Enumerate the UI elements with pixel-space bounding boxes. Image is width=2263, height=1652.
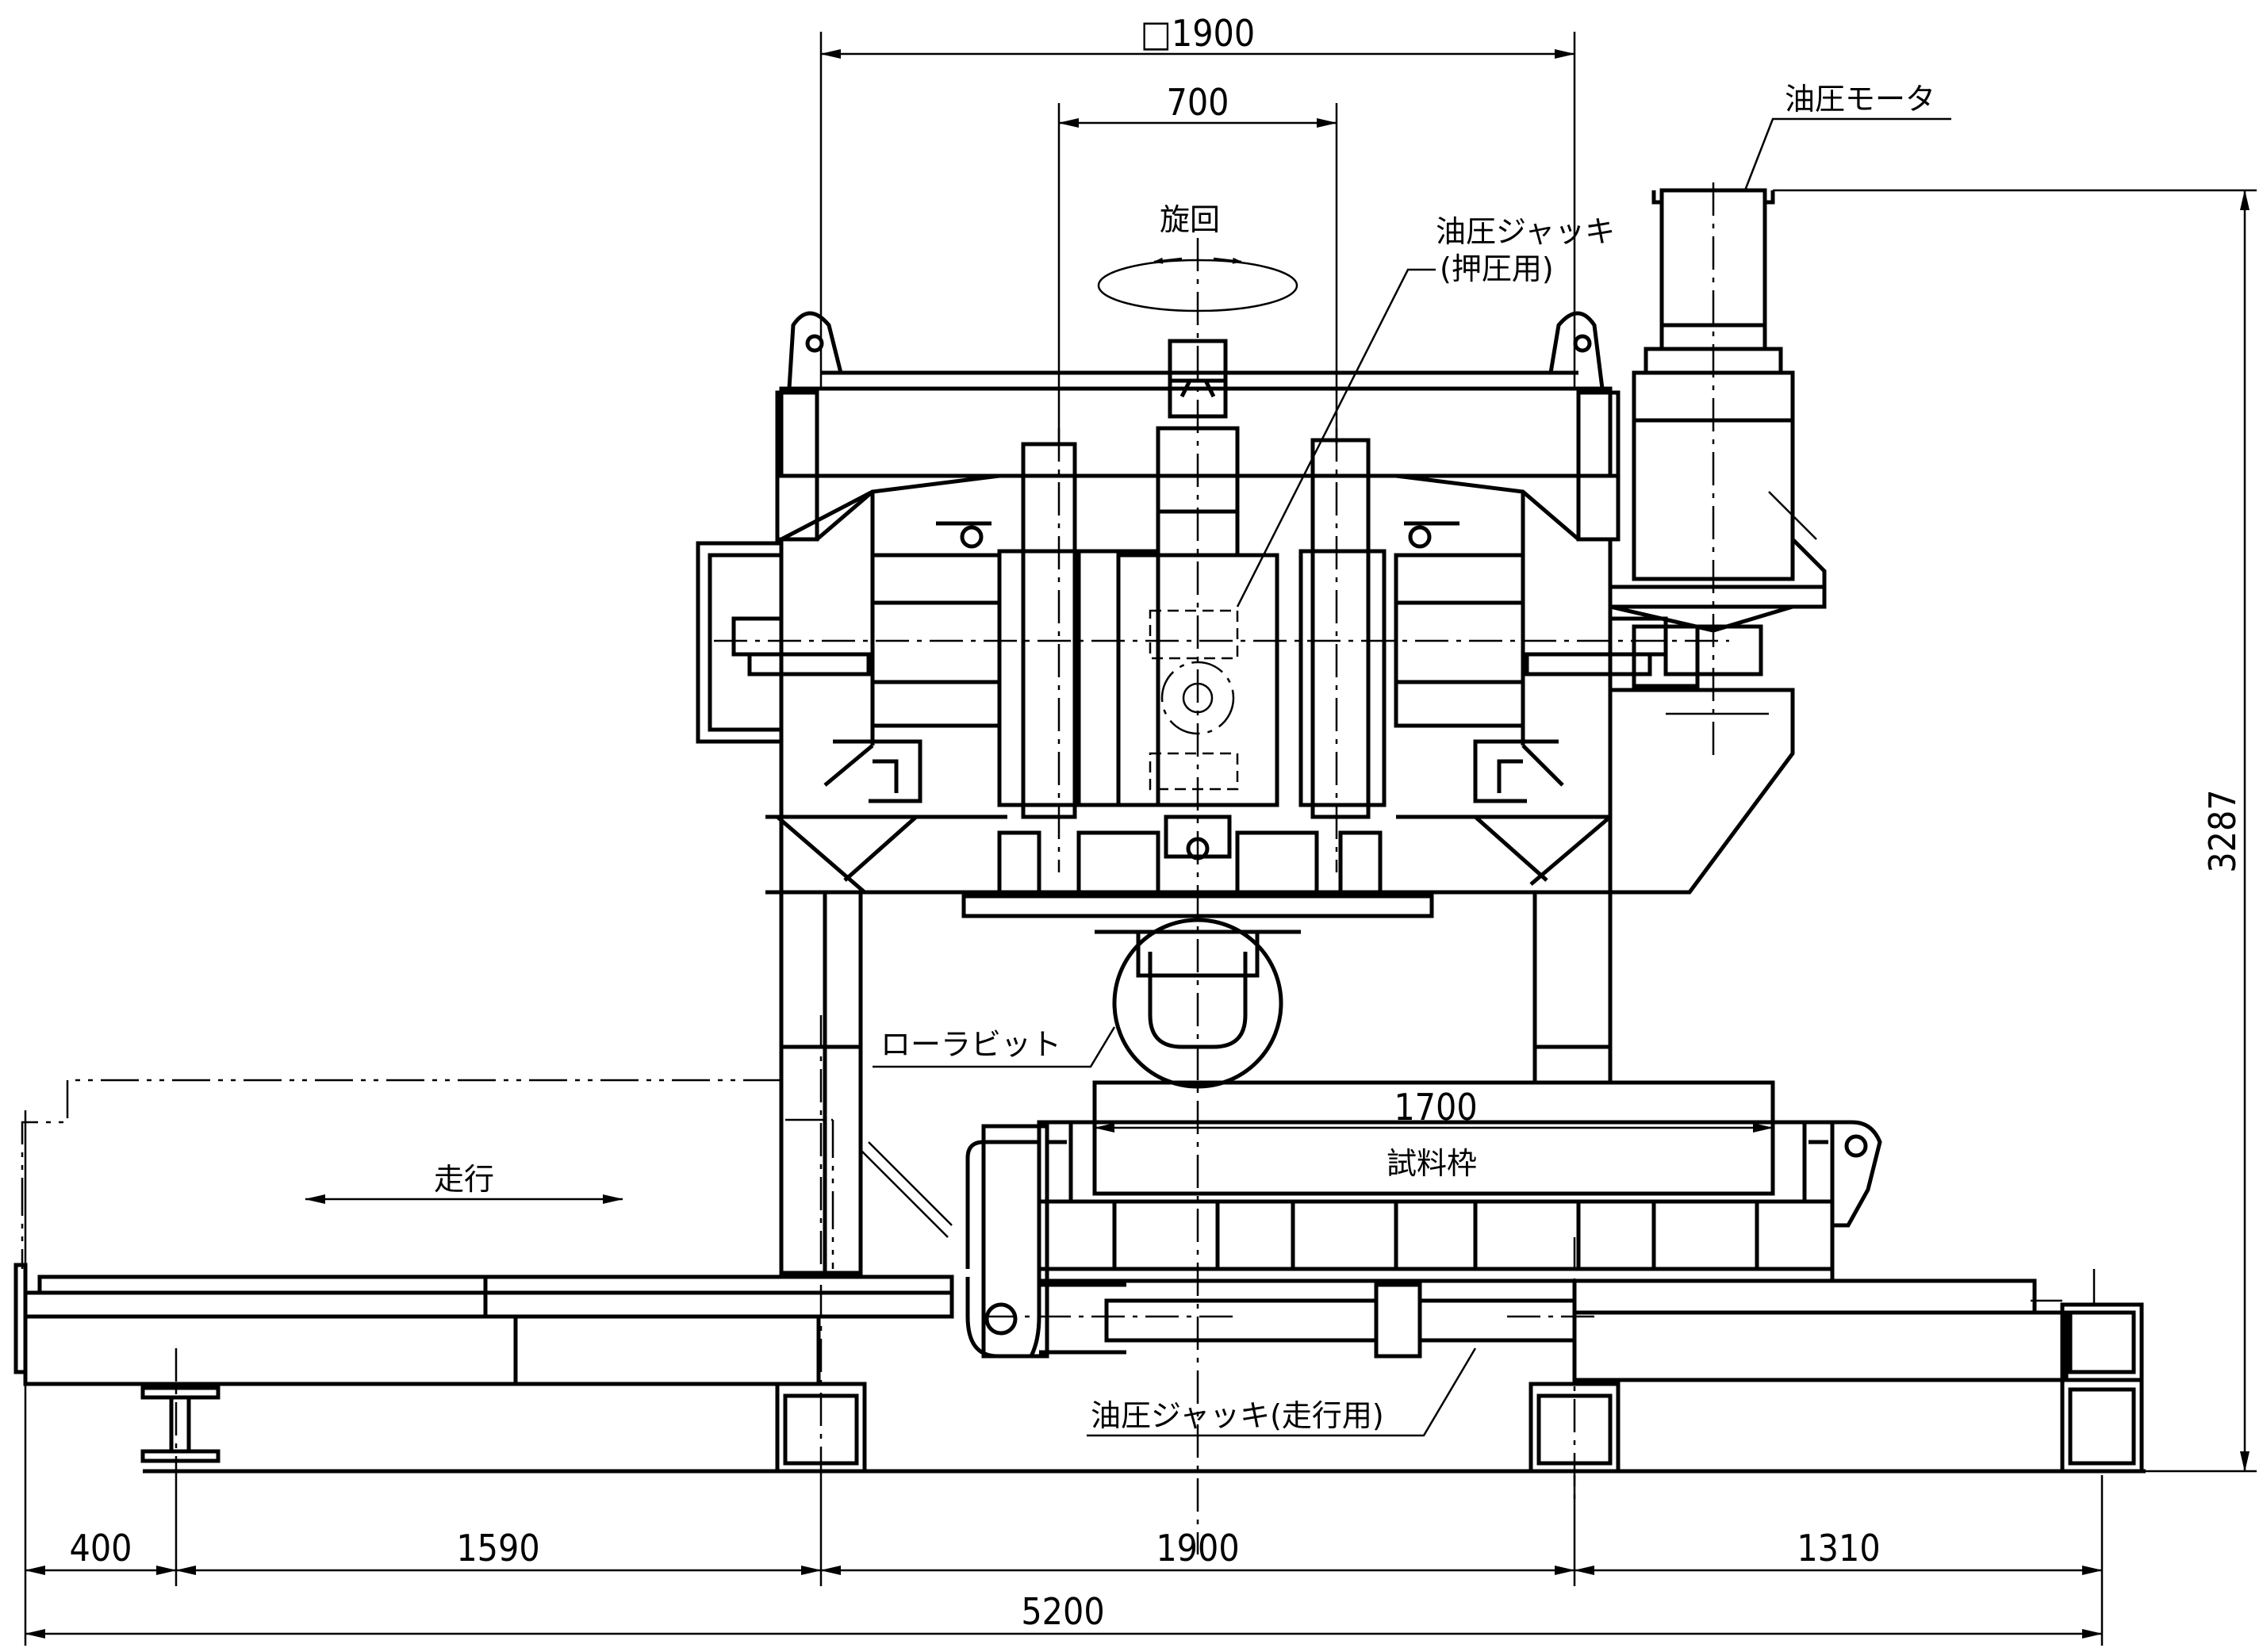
base-structure	[13, 1263, 2146, 1474]
press-jack-label: 油圧ジャッキ	[1436, 214, 1615, 249]
roller-bit	[1095, 918, 1301, 1089]
support-frame	[765, 815, 1612, 918]
dim-total: 5200	[1021, 1590, 1104, 1633]
dim-bottom-4: 1310	[1797, 1527, 1880, 1570]
press-jack-sublabel: (押圧用)	[1440, 251, 1554, 286]
travel-jack	[965, 1124, 1575, 1359]
rotation-label: 旋回	[1160, 202, 1220, 237]
rotation-symbol: 旋回	[1097, 202, 1298, 312]
dim-top-inner: 700	[1167, 81, 1229, 124]
travel-label: 走行	[434, 1162, 494, 1197]
dim-height: 3287	[2201, 789, 2244, 872]
roller-bit-label: ローラビット	[880, 1027, 1061, 1062]
hydraulic-motor	[1608, 188, 1827, 895]
h-beam	[140, 1386, 221, 1463]
dim-bottom-3: 1900	[1156, 1527, 1239, 1570]
dim-bottom-1: 400	[70, 1527, 132, 1570]
phantom-travel: 走行	[21, 1079, 834, 1269]
travel-jack-label: 油圧ジャッキ(走行用)	[1091, 1398, 1384, 1433]
hydraulic-motor-label: 油圧モータ	[1785, 82, 1935, 117]
annotations: 油圧モータ 油圧ジャッキ (押圧用) ローラビット 試料枠 油圧ジャッキ(走行用…	[873, 82, 1951, 1437]
dimensions: □1900 700 1700 3287 400 1590 1900 1310 5…	[24, 12, 2257, 1646]
dim-top-square: □1900	[1141, 12, 1255, 55]
sample-frame-label: 試料枠	[1387, 1146, 1477, 1181]
dim-frame-width: 1700	[1394, 1086, 1477, 1129]
main-frame	[696, 311, 1668, 896]
dim-bottom-2: 1590	[456, 1527, 539, 1570]
